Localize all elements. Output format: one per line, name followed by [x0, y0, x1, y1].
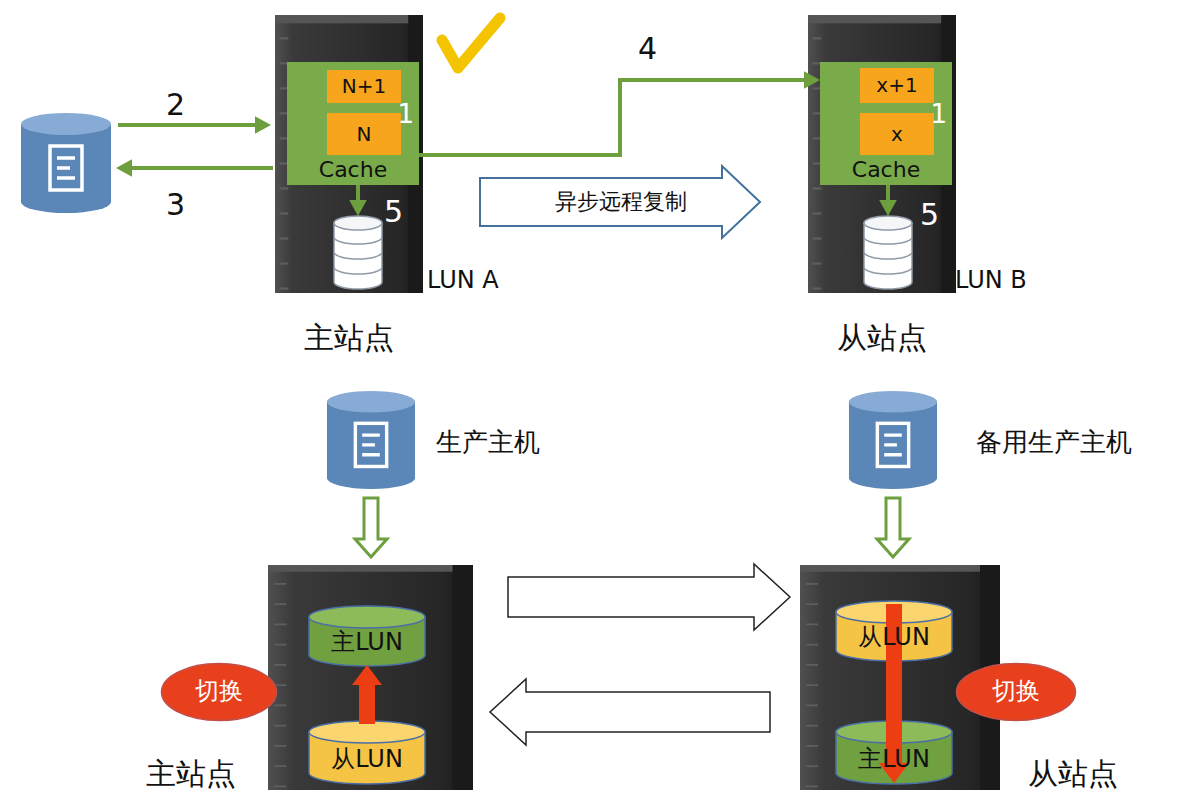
- flow-arrow: [419, 71, 820, 155]
- flow-arrow: [349, 185, 367, 216]
- callout-number: 1: [930, 100, 947, 130]
- node-label: N+1: [342, 75, 386, 98]
- flow-arrow: [116, 159, 273, 177]
- node-label: 从站点: [1028, 757, 1118, 792]
- node-label: Cache: [287, 157, 419, 182]
- storage-array: 从站点Cache1x+1xLUN B: [808, 15, 956, 293]
- host-icon: [20, 112, 112, 214]
- node-label: 从LUN: [858, 624, 930, 652]
- callout-number: 5: [384, 195, 403, 230]
- node-label: 主站点: [255, 321, 443, 356]
- lun-cylinder: 从LUN: [308, 720, 426, 785]
- callout-number: 3: [166, 188, 185, 223]
- check-mark: [442, 18, 500, 68]
- block-arrow: [877, 498, 909, 557]
- node-label: LUN A: [427, 267, 499, 295]
- callout-number: 5: [920, 198, 939, 233]
- replication-arrow: 异步远程复制: [478, 163, 763, 241]
- flow-arrow: [118, 116, 271, 134]
- cache-slot: N+1: [327, 70, 401, 103]
- node-label: 生产主机: [436, 428, 540, 458]
- block-arrow: [508, 564, 790, 630]
- lun-disk: LUN A: [333, 215, 383, 292]
- block-arrow: [355, 498, 387, 557]
- node-label: x: [891, 123, 903, 146]
- callout-number: 1: [397, 100, 414, 130]
- node-label: 主LUN: [858, 746, 930, 774]
- node-label: 切换: [195, 678, 243, 706]
- cache-box: Cache 1 x+1 x: [820, 62, 952, 185]
- node-label: 主LUN: [331, 629, 403, 657]
- cache-slot: N: [327, 113, 401, 155]
- host-icon: 生产主机: [326, 390, 416, 490]
- node-label: LUN B: [955, 267, 1027, 295]
- node-label: 异步远程复制: [555, 189, 687, 214]
- node-label: N: [357, 123, 372, 146]
- host-graphic: [326, 390, 416, 490]
- switch-arrow: [879, 604, 909, 783]
- node-label: 主站点: [146, 757, 236, 792]
- callout-number: 4: [638, 32, 657, 67]
- node-label: Cache: [820, 157, 952, 182]
- callout-number: 2: [166, 88, 185, 123]
- cache-slot: x+1: [860, 68, 934, 103]
- node-label: 备用生产主机: [976, 428, 1132, 458]
- disk-graphic: [863, 215, 913, 292]
- node-label: x+1: [876, 74, 917, 97]
- disk-graphic: [333, 215, 383, 292]
- node-label: 从站点: [788, 321, 976, 356]
- node-label: 切换: [992, 678, 1040, 706]
- storage-array: 主站点Cache1N+1NLUN A: [275, 15, 423, 293]
- switch-oval: 切换: [160, 662, 278, 722]
- lun-cylinder: 主LUN: [308, 605, 426, 667]
- lun-disk: LUN B: [863, 215, 913, 292]
- switch-oval: 切换: [955, 662, 1077, 722]
- node-label: 从LUN: [331, 746, 403, 774]
- block-arrow: [490, 679, 770, 745]
- host-graphic: [20, 112, 112, 214]
- host-icon: 备用生产主机: [848, 390, 938, 490]
- switch-arrow: [352, 665, 382, 724]
- cache-slot: x: [860, 113, 934, 155]
- host-graphic: [848, 390, 938, 490]
- cache-box: Cache 1 N+1N: [287, 62, 419, 185]
- flow-arrow: [879, 185, 897, 216]
